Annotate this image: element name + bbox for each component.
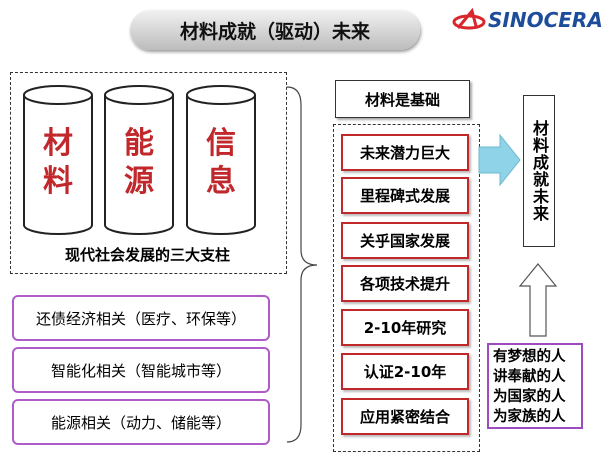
pillar-cylinder: 信息 (186, 85, 256, 235)
dream-line: 有梦想的人 (493, 349, 566, 365)
pillar-cylinder: 材料 (23, 85, 93, 235)
pillars-caption: 现代社会发展的三大支柱 (64, 246, 230, 264)
related-box: 智能化相关（智能城市等） (12, 347, 270, 393)
base-box: 材料是基础 (335, 80, 470, 118)
reason-item: 认证2-10年 (341, 353, 469, 390)
related-box: 还债经济相关（医疗、环保等） (12, 295, 270, 341)
title-banner: 材料成就（驱动）未来 (130, 10, 420, 50)
brace-icon (286, 86, 318, 443)
pillar-label: 材料 (43, 126, 73, 199)
logo-swoosh-icon (452, 8, 486, 30)
reasons-box: 未来潜力巨大 里程碑式发展 关乎国家发展 各项技术提升 2-10年研究 认证2-… (333, 124, 480, 452)
sinocera-logo: SINOCERA (452, 8, 603, 32)
reason-item: 2-10年研究 (341, 309, 469, 346)
reason-item: 各项技术提升 (341, 265, 469, 302)
conclusion-box: 材料成就未来 (523, 95, 555, 247)
reason-item: 关乎国家发展 (341, 222, 469, 259)
pillars-box: 材料 能源 信息 (10, 72, 287, 274)
reason-item: 里程碑式发展 (341, 177, 469, 214)
reason-item: 未来潜力巨大 (341, 134, 469, 171)
dream-line: 为国家的人 (493, 389, 566, 405)
dream-box: 有梦想的人 讲奉献的人 为国家的人 为家族的人 (487, 343, 583, 429)
dream-line: 为家族的人 (493, 409, 566, 425)
dream-line: 讲奉献的人 (493, 369, 566, 385)
up-arrow-icon (518, 263, 558, 337)
pillar-cylinder: 能源 (104, 85, 174, 235)
related-box: 能源相关（动力、储能等） (12, 399, 270, 445)
reason-item: 应用紧密结合 (341, 398, 469, 435)
logo-text: SINOCERA (488, 8, 603, 32)
right-arrow-icon (478, 133, 521, 187)
pillar-label: 能源 (124, 126, 154, 199)
pillar-label: 信息 (206, 126, 236, 199)
